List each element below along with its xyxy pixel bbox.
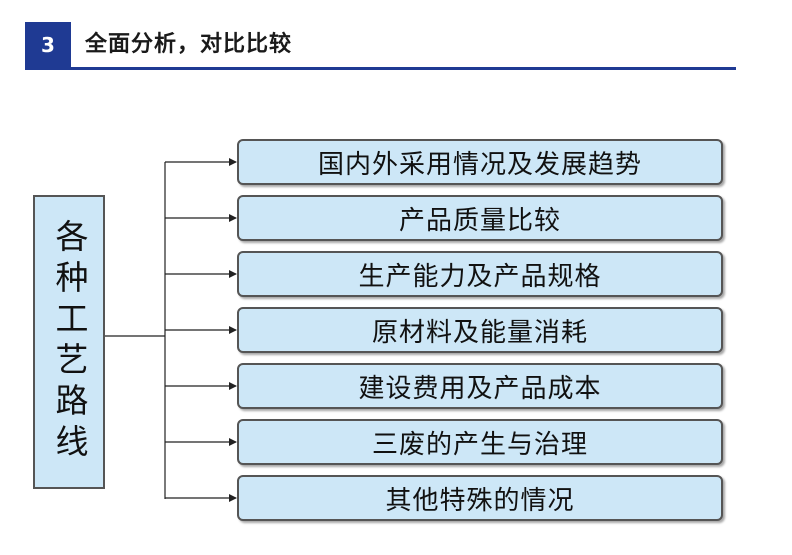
item-label: 国内外采用情况及发展趋势	[317, 149, 642, 180]
item-label: 生产能力及产品规格	[358, 261, 602, 292]
item-label: 原材料及能量消耗	[371, 317, 588, 348]
item-box-4: 原材料及能量消耗	[237, 307, 723, 353]
section-header: 3 全面分析，对比比较	[25, 22, 736, 68]
section-number-badge: 3	[25, 22, 71, 68]
item-box-6: 三废的产生与治理	[237, 419, 723, 465]
section-title: 全面分析，对比比较	[85, 32, 293, 57]
item-label: 产品质量比较	[398, 205, 561, 236]
item-label: 三废的产生与治理	[371, 429, 588, 460]
root-node-label: 各种工艺路线	[50, 219, 89, 465]
item-box-1: 国内外采用情况及发展趋势	[237, 139, 723, 185]
item-box-3: 生产能力及产品规格	[237, 251, 723, 297]
header-divider	[25, 67, 736, 70]
item-box-2: 产品质量比较	[237, 195, 723, 241]
root-node-box: 各种工艺路线	[33, 195, 105, 489]
item-label: 建设费用及产品成本	[358, 373, 602, 404]
item-label: 其他特殊的情况	[385, 485, 575, 516]
item-box-5: 建设费用及产品成本	[237, 363, 723, 409]
item-box-7: 其他特殊的情况	[237, 475, 723, 521]
